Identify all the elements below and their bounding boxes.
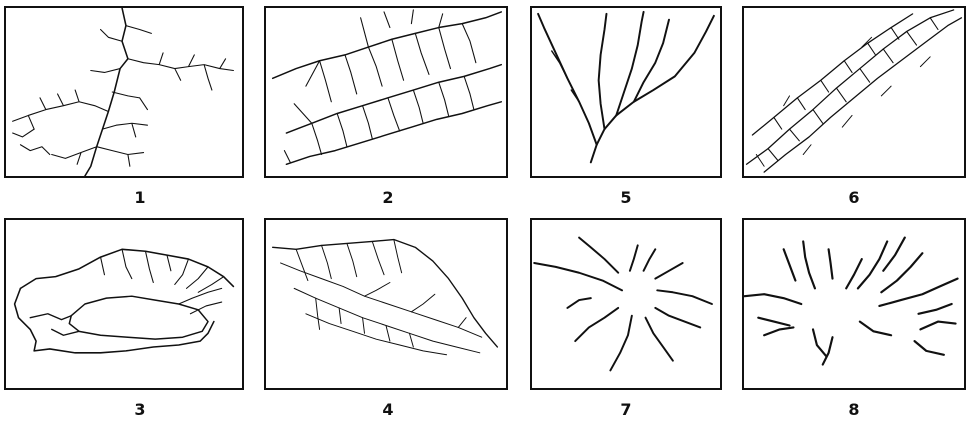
drainage-panel-2 [264, 6, 508, 178]
panel-label-5: 5 [620, 188, 632, 207]
trellis-pattern-drawing [271, 9, 502, 166]
annular-pattern-drawing [13, 248, 235, 354]
drainage-panel-8 [742, 218, 966, 390]
drainage-panel-1 [4, 6, 244, 178]
drainage-panel-5 [530, 6, 722, 178]
dendritic-pattern-drawing [12, 8, 234, 176]
panel-label-7: 7 [620, 400, 632, 419]
panel-label-4: 4 [382, 400, 394, 419]
panel-label-6: 6 [848, 188, 860, 207]
centripetal-pattern-drawing [744, 236, 959, 366]
panel-label-1: 1 [134, 188, 146, 207]
panel-label-3: 3 [134, 400, 146, 419]
parallel-pattern-drawing [537, 10, 715, 164]
panel-label-8: 8 [848, 400, 860, 419]
pinnate-pattern-drawing [272, 238, 499, 356]
drainage-panel-4 [264, 218, 508, 390]
radial-pattern-drawing [533, 236, 713, 372]
panel-label-2: 2 [382, 188, 394, 207]
drainage-panel-6 [742, 6, 966, 178]
drainage-panel-3 [4, 218, 244, 390]
rectangular-pattern-drawing [745, 9, 963, 173]
drainage-panel-7 [530, 218, 722, 390]
